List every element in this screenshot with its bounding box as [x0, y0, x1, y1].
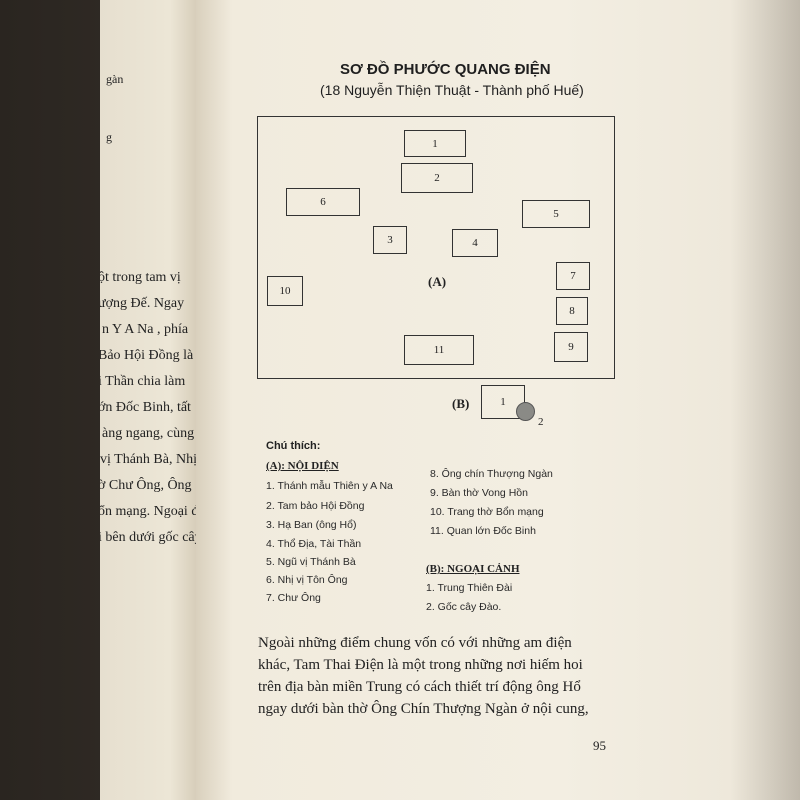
legend-item: 11. Quan lớn Đốc Binh: [430, 525, 536, 537]
box-2: 2: [401, 163, 473, 193]
legend-section-b: (B): NGOẠI CẢNH: [426, 563, 520, 575]
left-fragment: ượng Đế. Ngay: [100, 296, 185, 311]
left-fragment: g: [106, 130, 112, 144]
right-page: [196, 0, 800, 800]
left-fragment: ổn mạng. Ngoại điện: [100, 504, 200, 519]
tree-number: 2: [538, 416, 544, 428]
left-fragment: vị Thánh Bà, Nhị: [100, 452, 197, 467]
box-8: 8: [556, 297, 588, 325]
legend-heading: Chú thích:: [266, 440, 321, 452]
legend-item: 5. Ngũ vị Thánh Bà: [266, 556, 356, 568]
diagram-area-a: [257, 116, 615, 379]
left-fragment: ờ Chư Ông, Ông: [100, 478, 192, 493]
left-fragment: àng ngang, cùng: [102, 426, 195, 441]
legend-item: 2. Tam bảo Hội Đồng: [266, 500, 365, 512]
box-3: 3: [373, 226, 407, 254]
box-6: 6: [286, 188, 360, 216]
left-fragment: ột trong tam vị: [100, 270, 181, 285]
diagram-label-a: (A): [428, 274, 447, 289]
legend-item: 10. Trang thờ Bổn mạng: [430, 506, 544, 518]
legend-item: 7. Chư Ông: [266, 592, 321, 604]
diagram-label-b: (B): [452, 396, 470, 411]
legend-item: 6. Nhị vị Tôn Ông: [266, 574, 348, 586]
legend-item: 1. Trung Thiên Đài: [426, 582, 513, 594]
left-fragment: ớn Đốc Binh, tất: [100, 400, 191, 415]
body-paragraph: Ngoài những điểm chung vốn có với những …: [258, 632, 610, 720]
left-fragment: gàn: [106, 72, 124, 86]
legend-item: 3. Hạ Ban (ông Hổ): [266, 519, 357, 531]
legend-item: 1. Thánh mẫu Thiên y A Na: [266, 480, 393, 492]
box-10: 10: [267, 276, 303, 306]
legend-item: 9. Bàn thờ Vong Hồn: [430, 487, 528, 499]
box-7: 7: [556, 262, 590, 290]
page-subtitle: (18 Nguyễn Thiện Thuật - Thành phố Huế): [320, 82, 584, 98]
tree-symbol: [516, 402, 535, 421]
left-fragment: i bên dưới gốc cây: [100, 530, 200, 545]
page-number: 95: [593, 738, 606, 753]
legend-item: 4. Thổ Địa, Tài Thần: [266, 538, 362, 550]
box-1: 1: [404, 130, 466, 157]
paragraph-line: ngay dưới bàn thờ Ông Chín Thượng Ngàn ở…: [258, 701, 589, 717]
left-fragment: n Y A Na , phía: [102, 322, 189, 337]
left-fragment: Bảo Hội Đồng là: [100, 348, 194, 363]
paragraph-line: khác, Tam Thai Điện là một trong những n…: [258, 657, 583, 673]
paragraph-line: trên địa bàn miền Trung có cách thiết tr…: [258, 679, 581, 695]
box-9: 9: [554, 332, 588, 362]
legend-item: 2. Gốc cây Đào.: [426, 601, 502, 613]
legend-item: 8. Ông chín Thượng Ngàn: [430, 468, 553, 480]
box-11: 11: [404, 335, 474, 365]
left-fragment: i Thần chia làm: [100, 374, 186, 389]
page-title: SƠ ĐỒ PHƯỚC QUANG ĐIỆN: [340, 61, 551, 78]
left-page: gàn g ột trong tam vị ượng Đế. Ngay n Y …: [100, 0, 200, 800]
box-4: 4: [452, 229, 498, 257]
legend-section-a: (A): NỘI DIỆN: [266, 460, 339, 472]
paragraph-line: Ngoài những điểm chung vốn có với những …: [258, 635, 572, 651]
box-5: 5: [522, 200, 590, 228]
